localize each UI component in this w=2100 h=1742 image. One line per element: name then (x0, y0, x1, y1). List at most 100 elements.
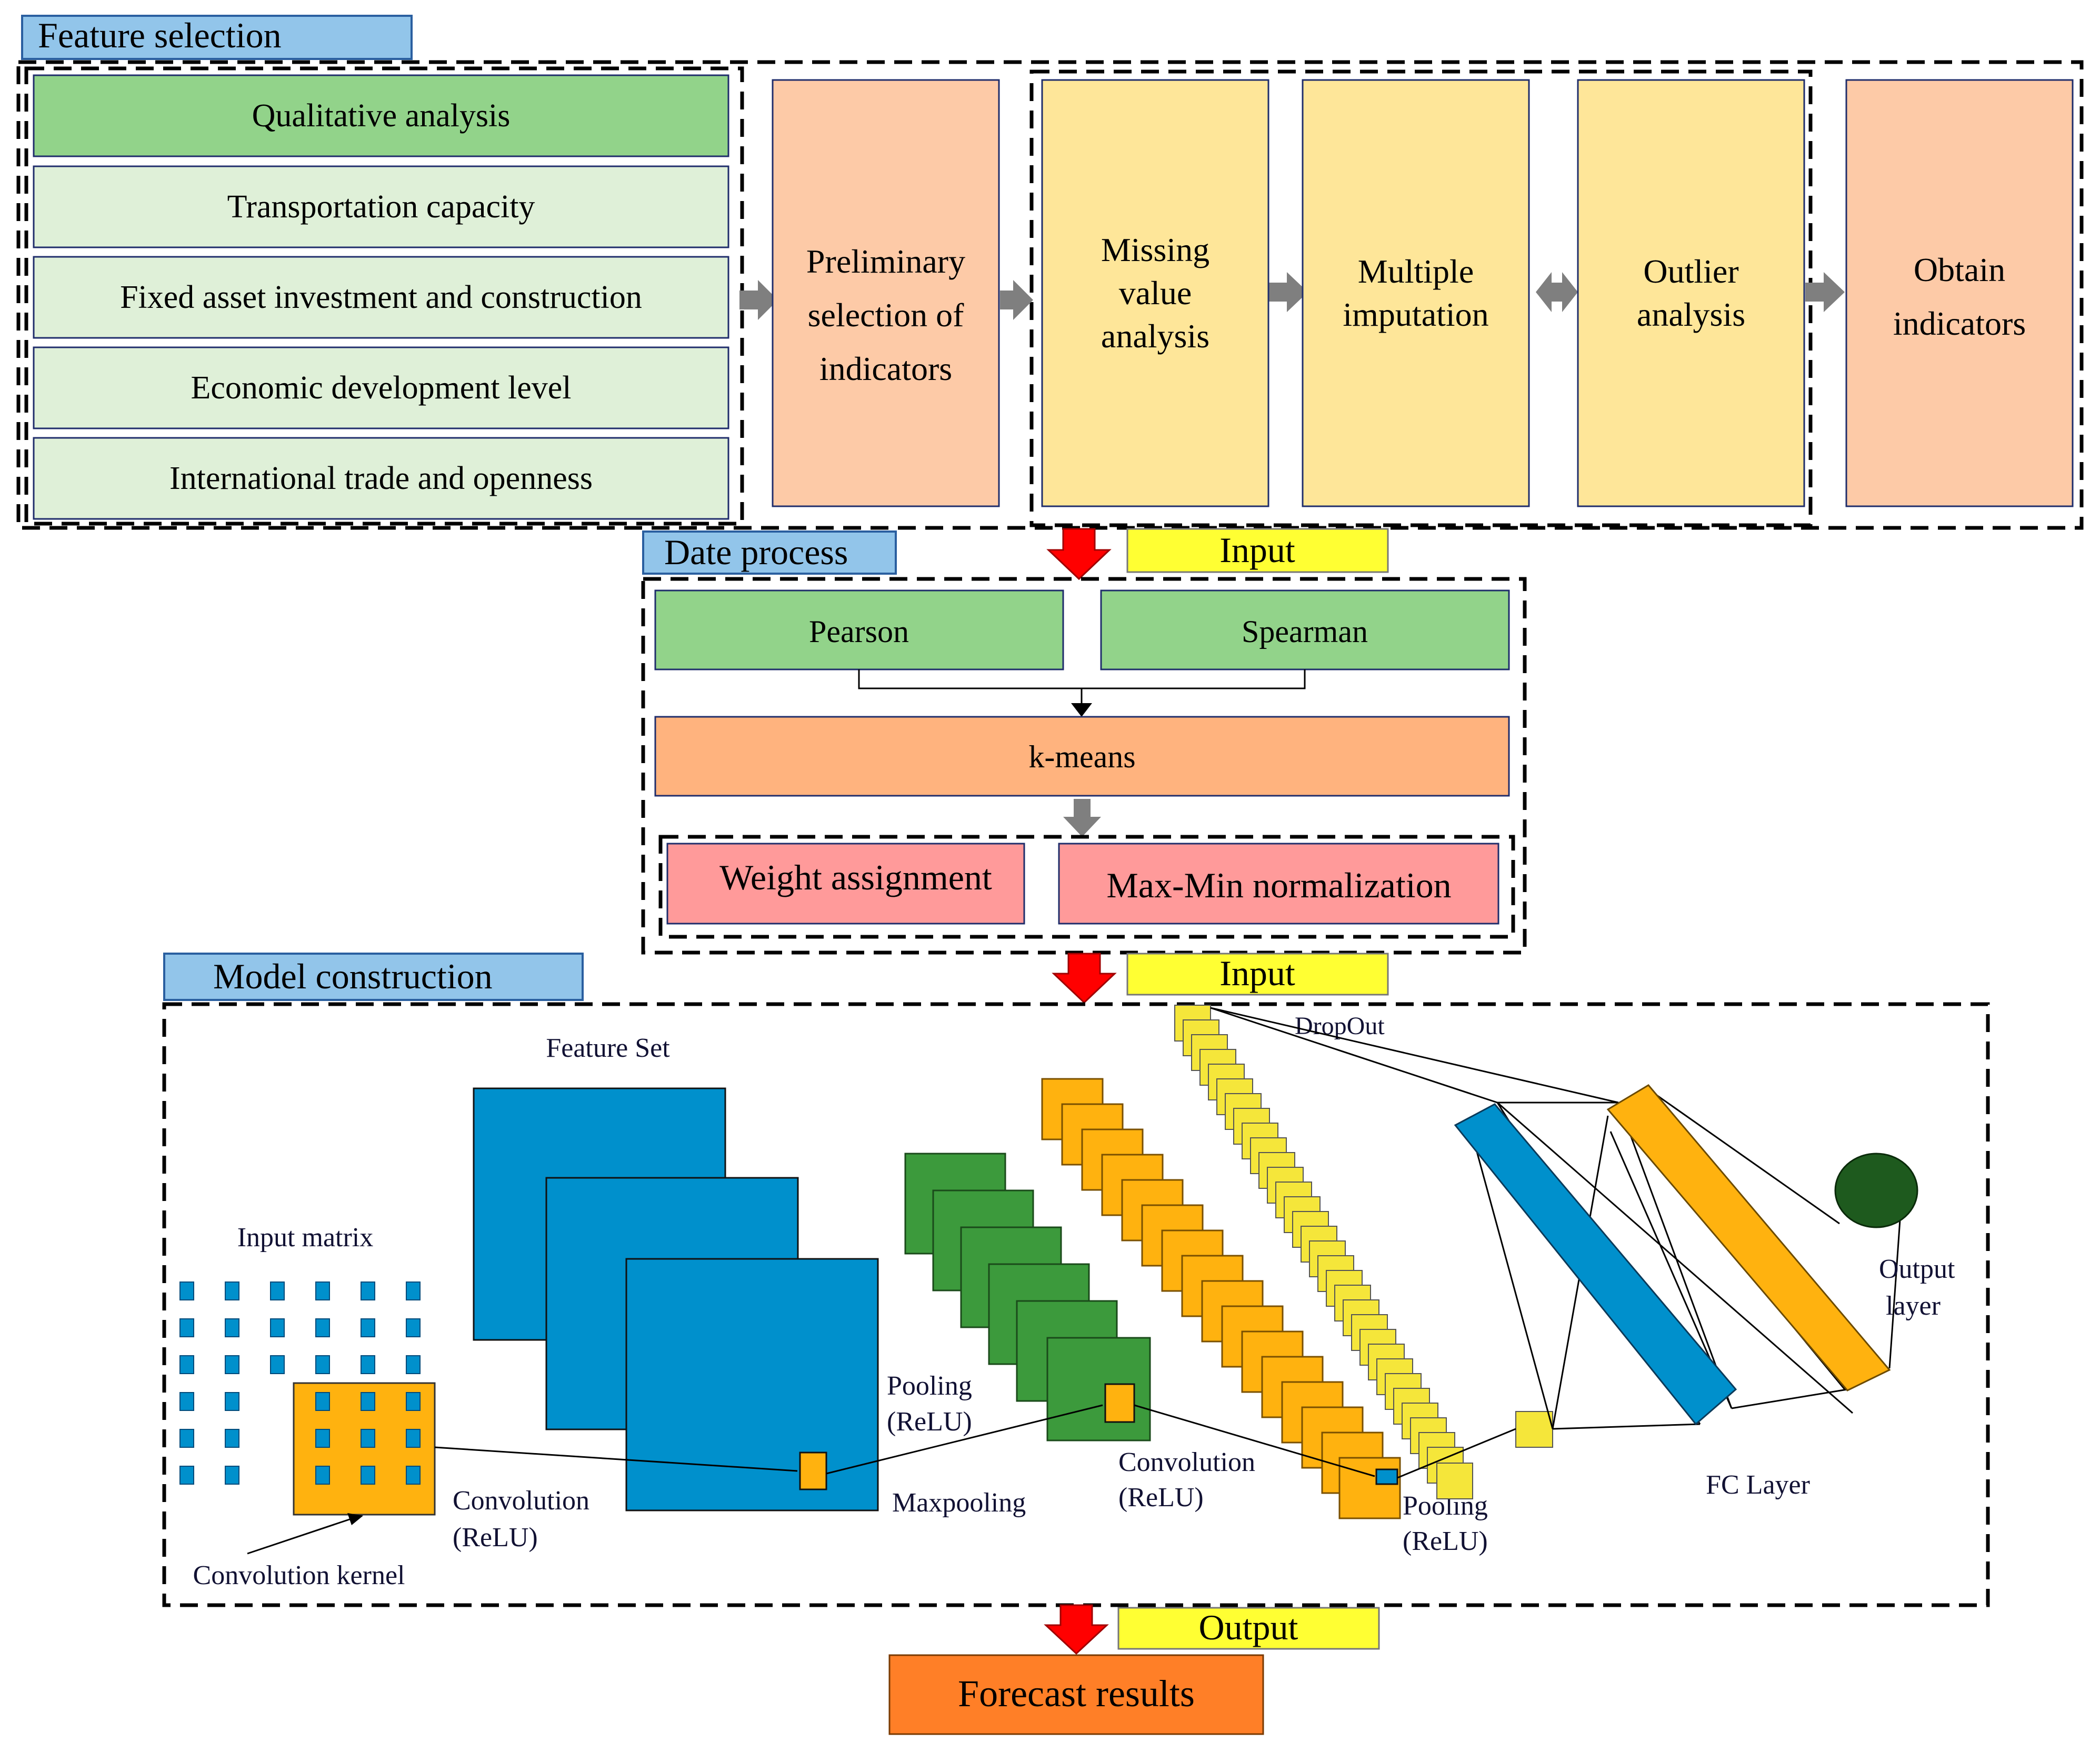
output-node (1834, 1153, 1918, 1228)
fc-line (1649, 1089, 1840, 1225)
convolution-kernel-label: Convolution kernel (193, 1560, 405, 1590)
fc-layer-label: FC Layer (1706, 1470, 1810, 1500)
pooling-label: (ReLU) (887, 1407, 972, 1437)
maxpool-stack (904, 1153, 1151, 1441)
input-matrix (179, 1282, 421, 1485)
black-arrowhead (347, 1513, 363, 1525)
kernel-pointer (247, 1517, 353, 1555)
red-down-arrow (1046, 528, 1112, 580)
fc-line (1617, 1102, 1733, 1409)
step-label: Preliminary (806, 243, 965, 280)
input-label-box (1126, 528, 1389, 573)
step-label: Multiple (1358, 253, 1474, 290)
kernel-cell (361, 1392, 375, 1411)
kernel-cell (406, 1429, 421, 1448)
matrix-cell (225, 1318, 239, 1337)
red-down-arrow (1052, 953, 1117, 1004)
matrix-cell (406, 1355, 421, 1374)
spearman-box (1100, 589, 1510, 670)
red-down-arrow (1044, 1604, 1109, 1655)
matrix-cell (179, 1429, 194, 1448)
output-layer-label: Output (1879, 1254, 1955, 1284)
step-label: analysis (1101, 317, 1209, 355)
feature-set-label: Feature Set (546, 1033, 670, 1063)
gray-arrow (739, 280, 778, 320)
convolution-label: (ReLU) (453, 1523, 538, 1553)
kmeans-box (654, 716, 1510, 797)
feature-map (625, 1258, 879, 1511)
conv-map (1338, 1457, 1401, 1519)
step-label: indicators (819, 350, 952, 387)
weight-assignment-label: Weight assignment (719, 857, 992, 897)
pooling-label: Pooling (887, 1371, 972, 1401)
feature-selection-tag (21, 15, 413, 60)
kernel-cell (406, 1466, 421, 1485)
spearman-label: Spearman (1242, 614, 1368, 649)
matrix-cell (270, 1318, 285, 1337)
model-frame (162, 1002, 1990, 1607)
fc-line (1731, 1388, 1848, 1409)
step-label: indicators (1893, 305, 2026, 342)
matrix-cell (361, 1355, 375, 1374)
convolution-label-2: Convolution (1118, 1447, 1255, 1477)
feature-label: Fixed asset investment and construction (120, 279, 642, 315)
maxmin-normalization-box (1058, 843, 1499, 925)
conv-connector-2 (1134, 1404, 1375, 1477)
gray-down-arrow (1063, 799, 1101, 837)
output-layer-label: layer (1886, 1291, 1941, 1321)
matrix-cell (315, 1282, 330, 1300)
dropout-unit (1436, 1463, 1473, 1499)
kernel-cells (315, 1392, 421, 1485)
multiple-imputation-box (1302, 79, 1530, 507)
dropout-unit (1515, 1411, 1553, 1448)
matrix-cell (270, 1355, 285, 1374)
matrix-cell (225, 1392, 239, 1411)
matrix-cell (225, 1355, 239, 1374)
kernel-cell (361, 1466, 375, 1485)
gray-double-arrow (1536, 272, 1578, 312)
convolution-label: Convolution (453, 1486, 589, 1516)
fc-line (1888, 1219, 1901, 1369)
input-matrix-label: Input matrix (237, 1223, 374, 1253)
fc-line (1470, 1130, 1554, 1429)
step-label: value (1119, 274, 1192, 312)
conv-patch (1375, 1468, 1398, 1485)
input-label: Input (1219, 530, 1295, 570)
gray-arrow (1266, 272, 1308, 312)
kernel-cell (315, 1392, 330, 1411)
matrix-cell (315, 1318, 330, 1337)
outlier-analysis-box (1577, 79, 1805, 507)
gray-arrow (1805, 272, 1845, 312)
step-label: analysis (1637, 296, 1745, 333)
dropout-stack (1174, 1005, 1553, 1499)
pooling-label-2: (ReLU) (1403, 1526, 1488, 1556)
pool-patch (1104, 1383, 1135, 1423)
input-label: Input (1219, 953, 1295, 993)
kernel-cell (361, 1429, 375, 1448)
step-label: selection of (808, 296, 964, 334)
weight-assignment-box (666, 843, 1025, 925)
model-construction-tag (163, 953, 584, 1001)
matrix-cell (315, 1355, 330, 1374)
feature-label: Economic development level (191, 370, 571, 406)
gray-arrow (1000, 280, 1033, 320)
kernel-cell (315, 1466, 330, 1485)
pool-connector (826, 1404, 1103, 1475)
model-construction-title: Model construction (213, 956, 493, 996)
matrix-cell (406, 1318, 421, 1337)
maxpooling-label: Maxpooling (892, 1488, 1026, 1518)
feature-selection-frame (16, 60, 2084, 530)
fc-layer-bar (1454, 1103, 1737, 1426)
forecast-results-label: Forecast results (958, 1673, 1195, 1715)
feature-label: Qualitative analysis (252, 98, 511, 134)
kernel-cell (315, 1429, 330, 1448)
step-label: Outlier (1643, 253, 1738, 290)
date-process-frame (641, 577, 1527, 955)
matrix-cell (225, 1429, 239, 1448)
output-label-box (1117, 1607, 1380, 1650)
feature-box-fixed-asset (33, 256, 729, 339)
dropout-label: DropOut (1295, 1012, 1385, 1040)
fc-line (1497, 1102, 1853, 1414)
weight-norm-frame (658, 835, 1515, 939)
matrix-cell (361, 1318, 375, 1337)
